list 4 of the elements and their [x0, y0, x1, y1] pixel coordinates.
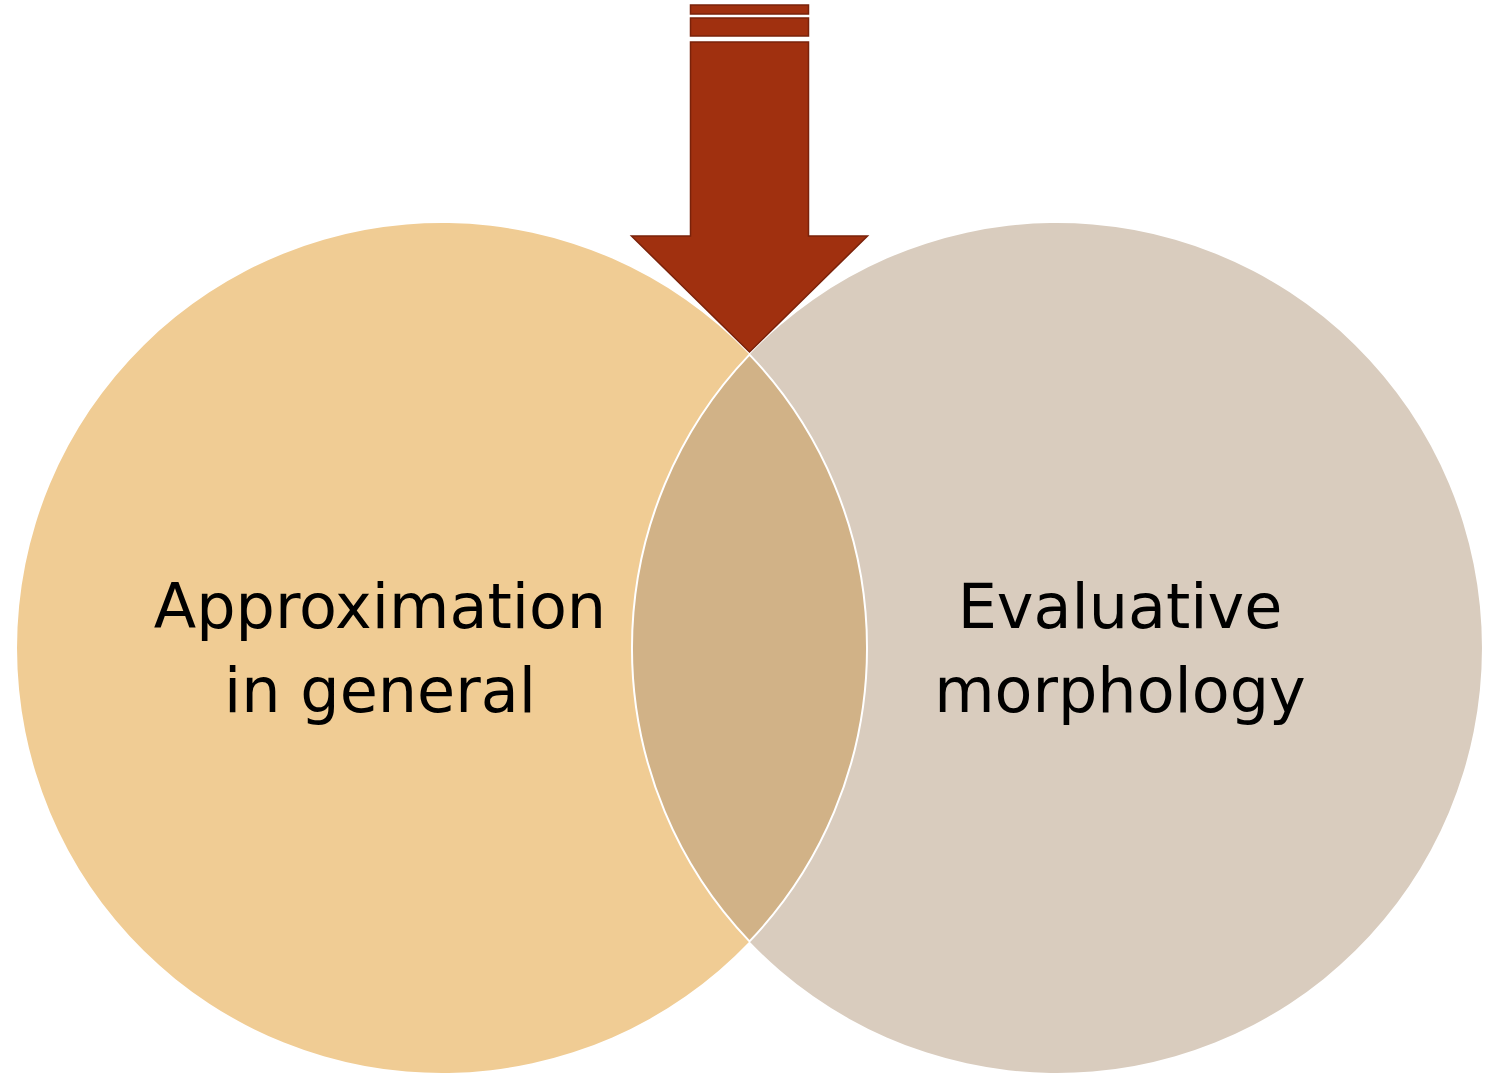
overlap-region — [631, 353, 868, 943]
circle-label: Evaluative morphology — [933, 569, 1307, 729]
block-arrow — [629, 4, 870, 354]
circle-label: Approximation in general — [152, 569, 608, 729]
